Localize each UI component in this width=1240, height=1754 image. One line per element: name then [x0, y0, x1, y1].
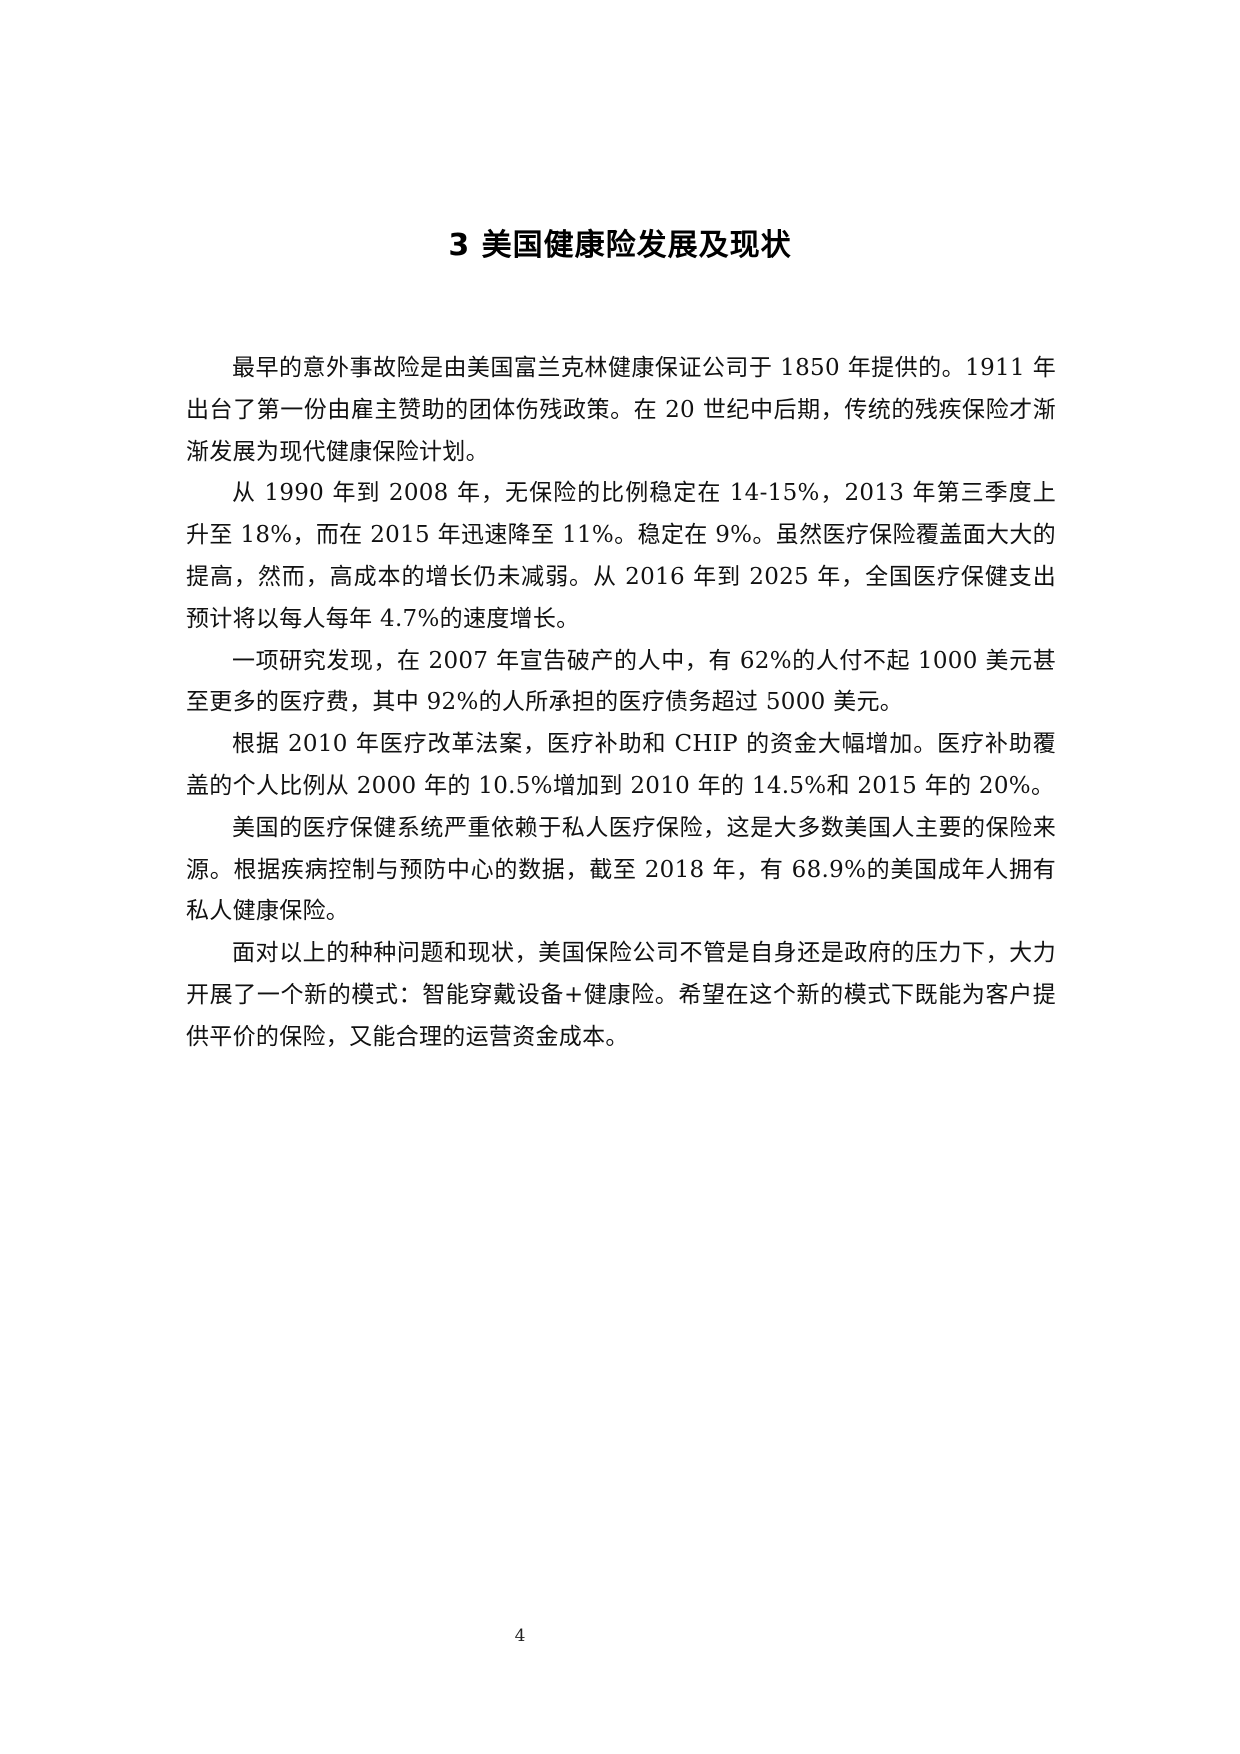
paragraph-uninsured-rate: 从 1990 年到 2008 年，无保险的比例稳定在 14-15%，2013 年… [186, 480, 1056, 632]
paragraph-bankruptcy-study: 一项研究发现，在 2007 年宣告破产的人中，有 62%的人付不起 1000 美… [186, 647, 1056, 716]
page-number: 4 [514, 1626, 526, 1646]
paragraph-private-insurance: 美国的医疗保健系统严重依赖于私人医疗保险，这是大多数美国人主要的保险来源。根据疾… [186, 814, 1056, 925]
paragraph-medicaid-chip: 根据 2010 年医疗改革法案，医疗补助和 CHIP 的资金大幅增加。医疗补助覆… [186, 731, 1056, 799]
paragraph-history: 最早的意外事故险是由美国富兰克林健康保证公司于 1850 年提供的。1911 年… [186, 355, 1056, 465]
paragraph-new-model: 面对以上的种种问题和现状，美国保险公司不管是自身还是政府的压力下，大力开展了一个… [186, 940, 1056, 1050]
section-title: 3 美国健康险发展及现状 [448, 228, 792, 264]
body-text: 最早的意外事故险是由美国富兰克林健康保证公司于 1850 年提供的。1911 年… [186, 348, 1056, 1059]
